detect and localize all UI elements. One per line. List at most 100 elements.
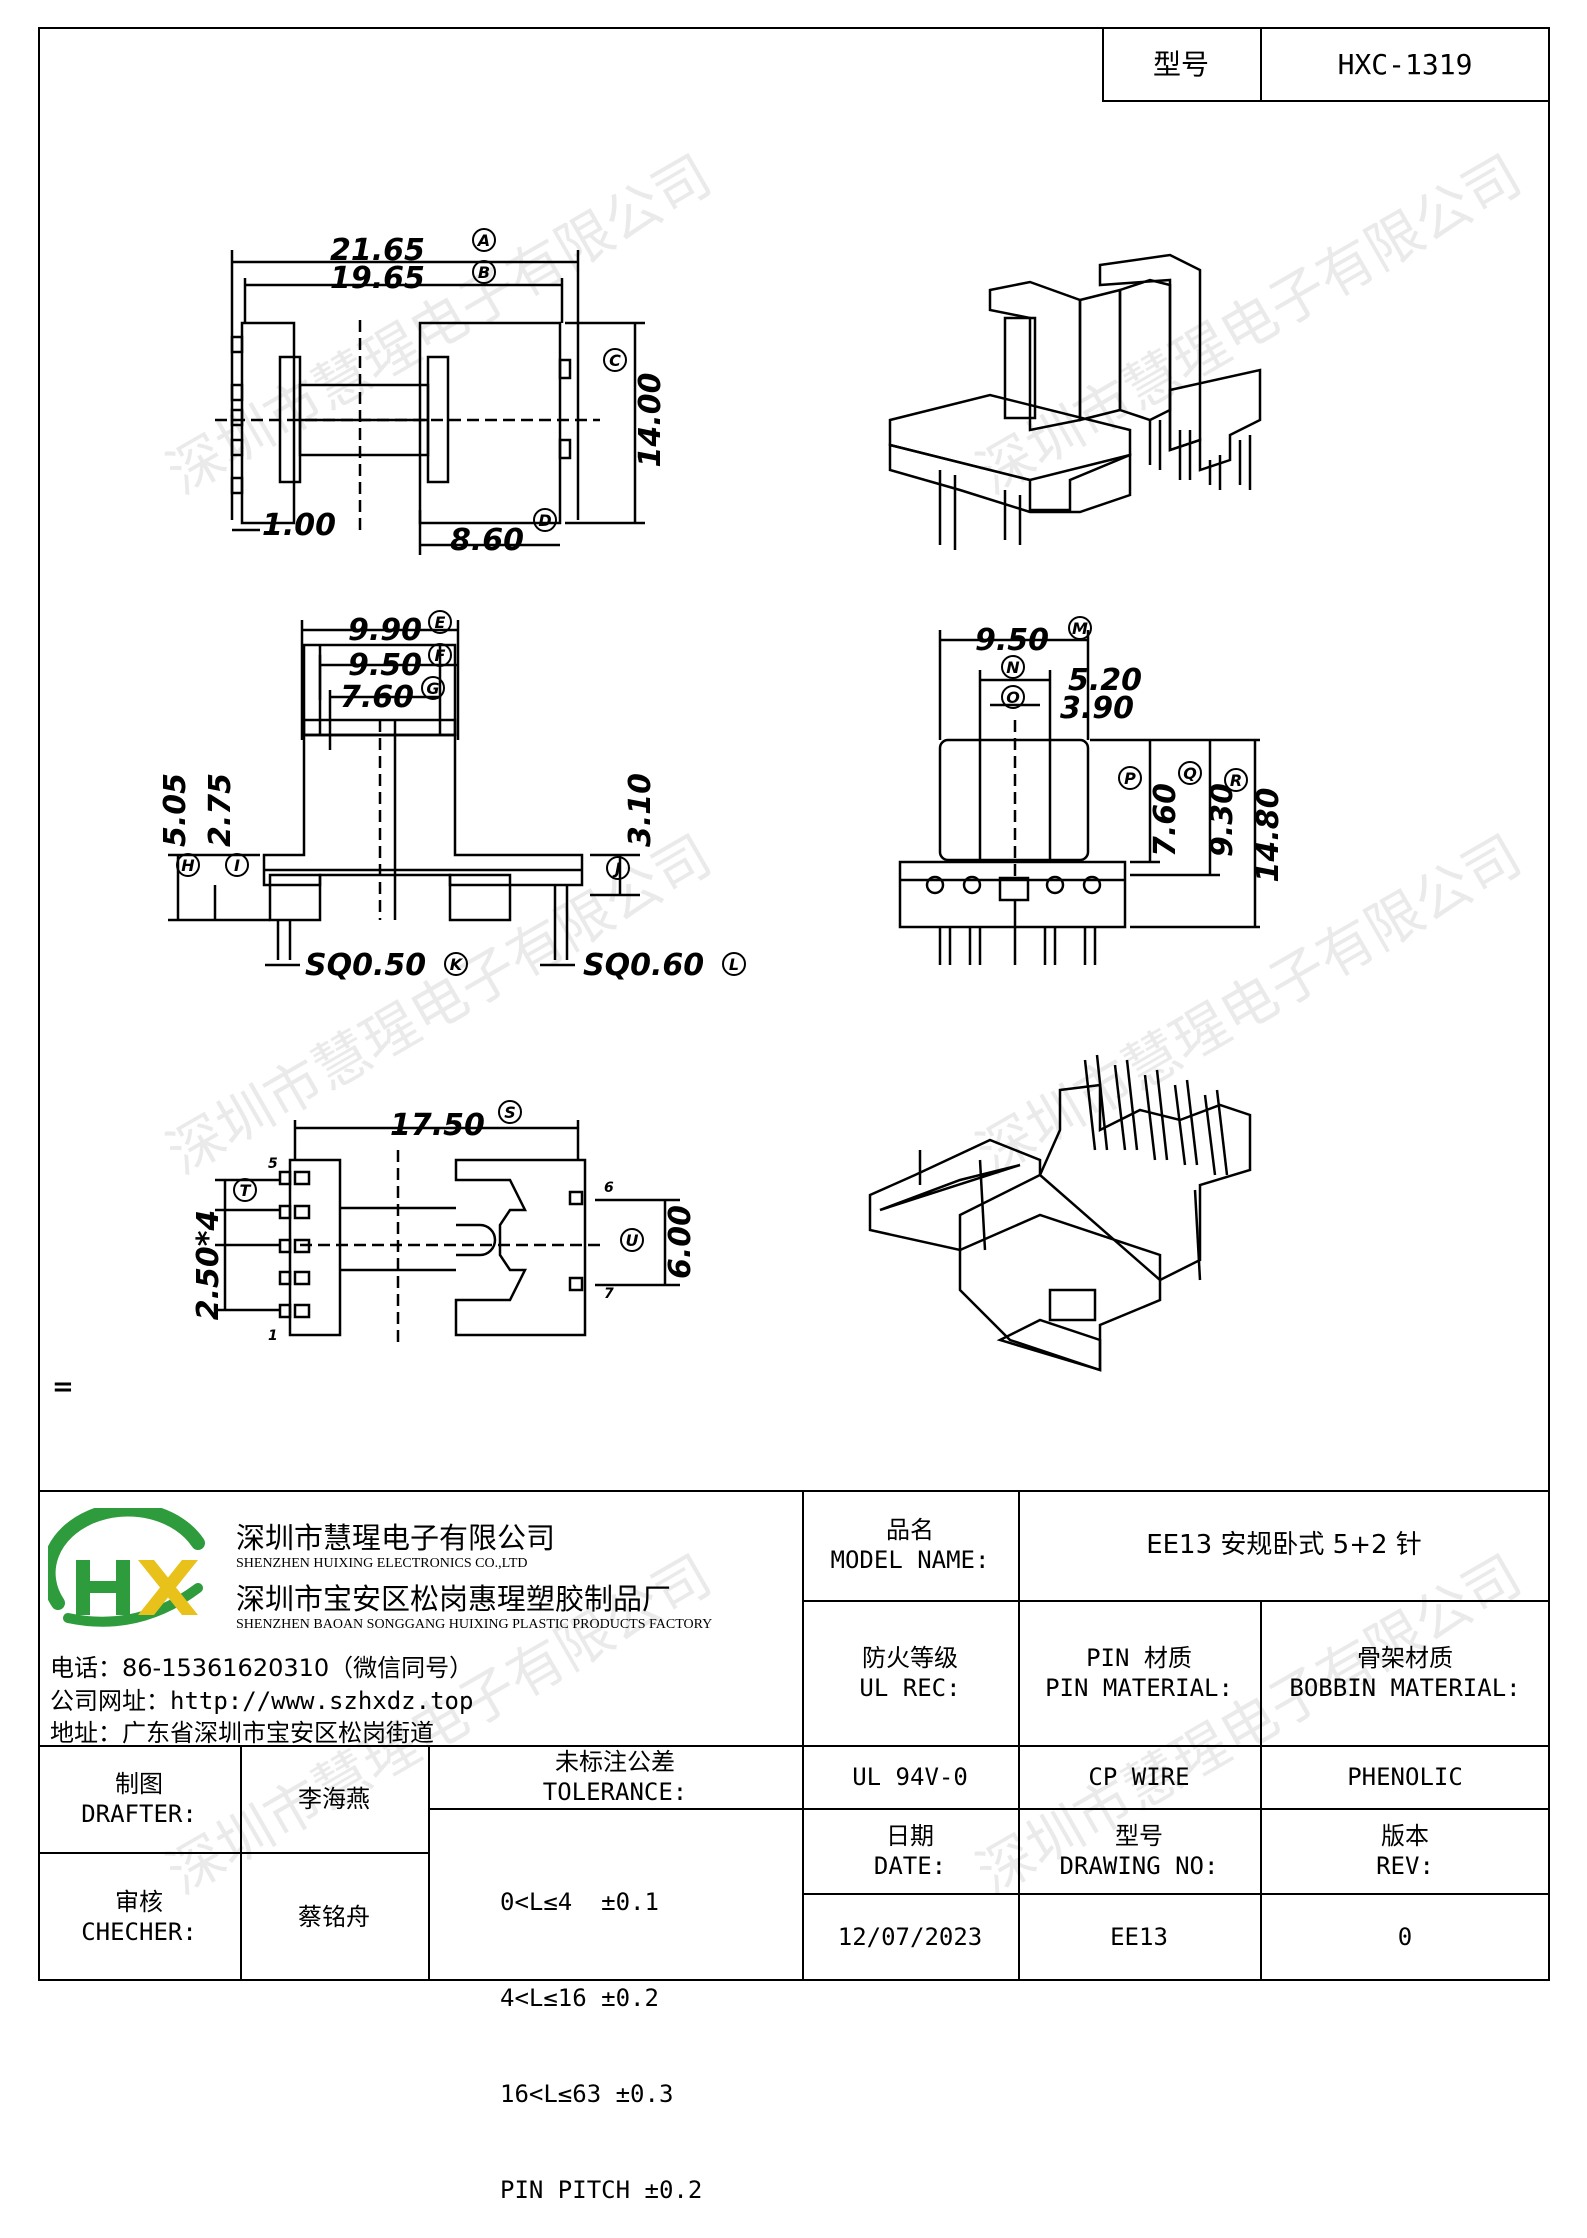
title-block-row (38, 1852, 428, 1854)
title-block-row (802, 1600, 1550, 1602)
side-view (168, 620, 640, 967)
drawing-no-en: DRAWING NO: (1059, 1851, 1219, 1880)
ref-marker: C (609, 351, 621, 370)
ref-marker: I (234, 856, 240, 875)
tolerance-row: 4<L≤16 ±0.2 (500, 1984, 659, 2012)
dim-label: 7.60 (340, 680, 414, 715)
model-header-box (1102, 27, 1550, 102)
ref-marker: J (612, 859, 621, 878)
iso-view-lower (868, 1054, 1252, 1372)
title-block-row (802, 1808, 1550, 1810)
ul-rec-cn: 防火等级 (862, 1643, 958, 1672)
bobbin-material-en: BOBBIN MATERIAL: (1289, 1673, 1521, 1702)
dim-label: 9.30 (1205, 783, 1240, 857)
ref-marker: F (435, 646, 446, 665)
tolerance-row: 16<L≤63 ±0.3 (500, 2080, 674, 2108)
drafter-en: DRAFTER: (81, 1799, 197, 1828)
ref-marker: G (426, 679, 439, 698)
pin-number: 7 (604, 1286, 614, 1302)
iso-view-upper (888, 253, 1262, 550)
dim-label: 17.50 (390, 1108, 485, 1143)
company-logo (48, 1508, 205, 1627)
drawing-no-cn: 型号 (1115, 1821, 1163, 1850)
date-value: 12/07/2023 (837, 1923, 983, 1951)
model-name-heading: 品名 MODEL NAME: (802, 1490, 1018, 1600)
drafter-name: 李海燕 (298, 1784, 370, 1813)
bobbin-material-heading: 骨架材质 BOBBIN MATERIAL: (1260, 1600, 1550, 1745)
dim-label: 2.75 (203, 773, 238, 847)
ul-rec-heading: 防火等级 UL REC: (802, 1600, 1018, 1745)
ref-marker: D (538, 511, 551, 530)
dim-label: SQ0.50 (305, 948, 426, 983)
checker-heading: 审核 CHECHER: (38, 1852, 240, 1981)
model-label: 型号 (1152, 48, 1209, 81)
bobbin-material-value: PHENOLIC (1347, 1762, 1463, 1791)
company-website: 公司网址：http://www.szhxdz.top (50, 1687, 474, 1715)
tolerance-heading: 未标注公差 TOLERANCE: (428, 1745, 802, 1808)
title-block-row (38, 1745, 1550, 1747)
company-address: 地址：广东省深圳市宝安区松岗街道 (50, 1719, 434, 1747)
tolerance-cn: 未标注公差 (555, 1747, 675, 1776)
bobbin-material-cn: 骨架材质 (1357, 1643, 1453, 1672)
model-name-value: EE13 安规卧式 5+2 针 (1146, 1529, 1422, 1560)
dim-label: 8.60 (450, 523, 524, 558)
pin-number: 6 (604, 1180, 614, 1196)
dim-label: 3.90 (1060, 691, 1134, 726)
company-name-en: SHENZHEN HUIXING ELECTRONICS CO.,LTD (236, 1556, 528, 1571)
ref-marker: A (476, 231, 490, 250)
ref-marker: K (450, 955, 464, 974)
dim-label: SQ0.60 (583, 948, 704, 983)
model-name-en: MODEL NAME: (830, 1546, 990, 1574)
ref-marker: M (1072, 619, 1088, 638)
dim-label: 9.90 (348, 613, 422, 648)
dim-label: 19.65 (330, 261, 425, 296)
factory-name-cn: 深圳市宝安区松岗惠瑆塑胶制品厂 (236, 1582, 672, 1616)
ref-marker: O (1006, 688, 1020, 707)
dim-label: 7.60 (1148, 783, 1183, 857)
tolerance-en: TOLERANCE: (542, 1777, 688, 1806)
title-block-col (428, 1745, 430, 1981)
pin-material-value: CP WIRE (1088, 1762, 1190, 1791)
title-block-col (240, 1745, 242, 1981)
dim-label: 2.50*4 (191, 1210, 226, 1321)
ref-marker: P (1124, 769, 1136, 788)
date-heading: 日期 DATE: (802, 1808, 1018, 1893)
title-block-col (1018, 1490, 1020, 1981)
rev-heading: 版本 REV: (1260, 1808, 1550, 1893)
dim-label: 14.80 (1251, 788, 1286, 883)
technical-drawing: 21.65 19.65 14.00 1.00 8.60 A B C D (52, 228, 1286, 1402)
drawing-no-heading: 型号 DRAWING NO: (1018, 1808, 1260, 1893)
ref-marker: B (478, 263, 490, 282)
drawing-sheet (38, 27, 1550, 1981)
dim-label: 3.10 (623, 773, 658, 847)
dim-label: 1.00 (262, 508, 336, 543)
dim-label: 5.20 (1068, 663, 1142, 698)
tolerance-row: PIN PITCH ±0.2 (500, 2176, 703, 2204)
tolerance-row: 0<L≤4 ±0.1 (500, 1888, 659, 1916)
end-view (898, 630, 1260, 965)
dim-label: 21.65 (330, 233, 425, 268)
dim-label: 5.05 (158, 773, 193, 847)
pin-number: 5 (268, 1156, 278, 1172)
ul-rec-en: UL REC: (859, 1673, 961, 1702)
pin-material-heading: PIN 材质 PIN MATERIAL: (1018, 1600, 1260, 1745)
factory-name-en: SHENZHEN BAOAN SONGGANG HUIXING PLASTIC … (236, 1617, 713, 1632)
dim-label: 9.50 (975, 623, 1049, 658)
drawing-no-value: EE13 (1110, 1923, 1168, 1951)
model-value: HXC-1319 (1337, 48, 1473, 81)
header-divider (1260, 27, 1262, 102)
company-phone: 电话：86-15361620310（微信同号） (50, 1654, 474, 1682)
pin-material-en: PIN MATERIAL: (1045, 1673, 1233, 1702)
title-block-col (1260, 1600, 1262, 1981)
drafter-heading: 制图 DRAFTER: (38, 1745, 240, 1852)
ref-marker: E (435, 613, 446, 632)
title-block-row (802, 1893, 1550, 1895)
checker-cn: 审核 (115, 1887, 163, 1916)
tolerance-table: 0<L≤4 ±0.1 4<L≤16 ±0.2 16<L≤63 ±0.3 PIN … (500, 1822, 702, 2238)
title-block-top (38, 1490, 1550, 1492)
ref-marker: S (504, 1103, 516, 1122)
rev-en: REV: (1376, 1851, 1434, 1880)
model-name-cn: 品名 (886, 1516, 934, 1544)
ref-marker: L (729, 955, 739, 974)
date-cn: 日期 (886, 1821, 934, 1850)
